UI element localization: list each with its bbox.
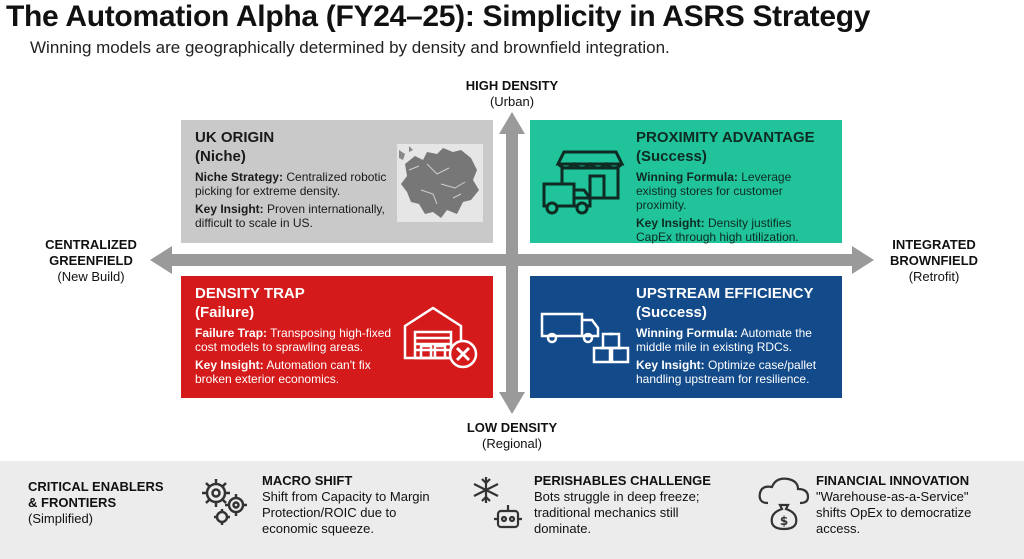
perish-title: PERISHABLES CHALLENGE	[534, 473, 711, 488]
trap-line1: Failure Trap: Transposing high-fixed cos…	[195, 326, 410, 354]
axis-top-sub: (Urban)	[489, 94, 535, 109]
quadrant-upstream-efficiency: UPSTREAM EFFICIENCY (Success) Winning Fo…	[530, 276, 842, 398]
up-line2: Key Insight: Optimize case/pallet handli…	[636, 358, 828, 386]
prox-l1-text: Leverage existing stores for customer pr…	[636, 170, 792, 212]
prox-title1: PROXIMITY ADVANTAGE	[636, 129, 815, 146]
fin-l3: access.	[816, 521, 861, 536]
prox-text: PROXIMITY ADVANTAGE (Success) Winning Fo…	[636, 128, 828, 244]
fin-title: FINANCIAL INNOVATION	[816, 473, 970, 488]
axis-left-sub: (New Build)	[57, 269, 125, 284]
prox-l2-text: Density justifies CapEx through high uti…	[636, 216, 799, 244]
axis-label-right: INTEGRATED BROWNFIELD (Retrofit)	[870, 237, 998, 285]
axis-left-main2: GREENFIELD	[49, 253, 133, 268]
warehouse-cross-icon	[403, 306, 478, 369]
svg-text:$: $	[780, 514, 788, 528]
uk-l2-label: Key Insight:	[195, 202, 264, 216]
vertical-axis-arrow-down	[499, 392, 525, 414]
quadrant-proximity-advantage: PROXIMITY ADVANTAGE (Success) Winning Fo…	[530, 120, 842, 244]
perish-l3: dominate.	[534, 521, 592, 536]
uk-text: UK ORIGIN (Niche) Niche Strategy: Centra…	[195, 128, 410, 230]
quadrant-uk-origin: UK ORIGIN (Niche) Niche Strategy: Centra…	[181, 120, 493, 243]
footer-lead-sub: (Simplified)	[28, 511, 94, 526]
page-title: The Automation Alpha (FY24–25): Simplici…	[6, 0, 871, 33]
prox-line1: Winning Formula: Leverage existing store…	[636, 170, 828, 212]
europe-map-icon	[397, 144, 483, 222]
trap-title2: (Failure)	[195, 304, 255, 321]
up-line1: Winning Formula: Automate the middle mil…	[636, 326, 828, 354]
prox-line2: Key Insight: Density justifies CapEx thr…	[636, 216, 828, 244]
up-text: UPSTREAM EFFICIENCY (Success) Winning Fo…	[636, 284, 828, 386]
perish-l2: traditional mechanics still	[534, 505, 679, 520]
horizontal-axis-arrow-left	[150, 246, 172, 274]
vertical-axis-arrow-up	[499, 112, 525, 134]
footer-item-perishables: PERISHABLES CHALLENGE Bots struggle in d…	[534, 473, 711, 537]
trap-line2: Key Insight: Automation can't fix broken…	[195, 358, 410, 386]
footer-lead1: CRITICAL ENABLERS	[28, 479, 164, 494]
horizontal-axis-arrow-right	[852, 246, 874, 274]
up-l2-text: Optimize case/pallet handling upstream f…	[636, 358, 817, 386]
snowflake-robot-icon	[473, 477, 522, 529]
up-l1-label: Winning Formula:	[636, 326, 738, 340]
footer-lead2: & FRONTIERS	[28, 495, 117, 510]
fin-l2: shifts OpEx to democratize	[816, 505, 972, 520]
store-truck-icon	[542, 150, 625, 215]
perish-l1: Bots struggle in deep freeze;	[534, 489, 700, 504]
truck-boxes-icon	[540, 312, 630, 364]
trap-title1: DENSITY TRAP	[195, 285, 305, 302]
up-l1-text: Automate the middle mile in existing RDC…	[636, 326, 812, 354]
horizontal-axis-shaft	[170, 254, 854, 266]
axis-label-left: CENTRALIZED GREENFIELD (New Build)	[28, 237, 154, 285]
axis-right-main1: INTEGRATED	[892, 237, 976, 252]
footer-enablers: CRITICAL ENABLERS & FRONTIERS (Simplifie…	[0, 461, 1024, 559]
trap-text: DENSITY TRAP (Failure) Failure Trap: Tra…	[195, 284, 410, 386]
gears-icon	[202, 479, 247, 525]
uk-l2-text: Proven internationally, difficult to sca…	[195, 202, 385, 230]
page-subtitle: Winning models are geographically determ…	[30, 38, 670, 57]
macro-l1: Shift from Capacity to Margin	[262, 489, 430, 504]
uk-title2: (Niche)	[195, 148, 246, 165]
up-title1: UPSTREAM EFFICIENCY	[636, 285, 814, 302]
up-l2-label: Key Insight:	[636, 358, 705, 372]
cloud-moneybag-icon: $	[758, 477, 810, 531]
axis-top-main: HIGH DENSITY	[465, 78, 559, 93]
uk-l1-label: Niche Strategy:	[195, 170, 284, 184]
trap-l2-label: Key Insight:	[195, 358, 264, 372]
footer-item-macro-shift: MACRO SHIFT Shift from Capacity to Margi…	[262, 473, 430, 537]
trap-l2-text: Automation can't fix broken exterior eco…	[195, 358, 371, 386]
up-title2: (Success)	[636, 304, 707, 321]
prox-l1-label: Winning Formula:	[636, 170, 738, 184]
macro-title: MACRO SHIFT	[262, 473, 353, 488]
fin-l1: "Warehouse-as-a-Service"	[816, 489, 969, 504]
axis-label-top: HIGH DENSITY (Urban)	[452, 78, 572, 110]
prox-title2: (Success)	[636, 148, 707, 165]
uk-line2: Key Insight: Proven internationally, dif…	[195, 202, 410, 230]
footer-item-financial: FINANCIAL INNOVATION "Warehouse-as-a-Ser…	[816, 473, 971, 537]
uk-l1-text: Centralized robotic picking for extreme …	[195, 170, 387, 198]
axis-right-sub: (Retrofit)	[908, 269, 960, 284]
axis-label-bottom: LOW DENSITY (Regional)	[452, 420, 572, 452]
axis-bottom-sub: (Regional)	[482, 436, 542, 451]
axis-bottom-main: LOW DENSITY	[466, 420, 558, 435]
uk-line1: Niche Strategy: Centralized robotic pick…	[195, 170, 410, 198]
uk-title1: UK ORIGIN	[195, 129, 275, 146]
macro-l2: Protection/ROIC due to	[262, 505, 397, 520]
trap-l1-text: Transposing high-fixed cost models to sp…	[195, 326, 392, 354]
quadrant-density-trap: DENSITY TRAP (Failure) Failure Trap: Tra…	[181, 276, 493, 398]
macro-l3: economic squeeze.	[262, 521, 375, 536]
footer-lead: CRITICAL ENABLERS & FRONTIERS (Simplifie…	[28, 479, 164, 527]
trap-l1-label: Failure Trap:	[195, 326, 268, 340]
axis-left-main1: CENTRALIZED	[45, 237, 137, 252]
prox-l2-label: Key Insight:	[636, 216, 705, 230]
axis-right-main2: BROWNFIELD	[889, 253, 979, 268]
